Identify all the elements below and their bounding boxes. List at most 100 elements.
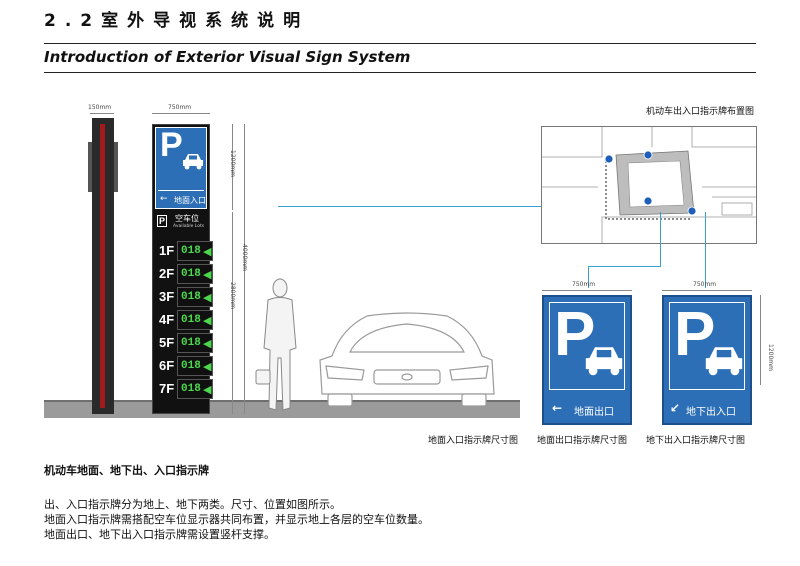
title-divider-top — [44, 43, 756, 44]
tower-entrance-arrow: ← — [160, 194, 168, 204]
left-arrow-icon: ◀ — [203, 337, 212, 350]
left-arrow-icon: ◀ — [203, 268, 212, 281]
left-arrow-icon: ◀ — [203, 383, 212, 396]
leader-line-underground — [705, 212, 706, 288]
exit-sign-arrow: ← — [552, 401, 563, 415]
dim-bottom-height: 2800mm — [229, 282, 236, 309]
side-pole-stripe — [100, 124, 105, 408]
tower-floor-count: 018 — [181, 360, 201, 372]
layout-plan-caption: 机动车出入口指示牌布置图 — [646, 107, 755, 117]
description-line-3: 地面出口、地下出入口指示牌需设置竖杆支撑。 — [44, 528, 275, 541]
dim-bottom-line — [232, 212, 233, 414]
dim-sign-width: 750mm — [168, 104, 192, 111]
tower-floor-display: 018◀ — [177, 287, 213, 307]
underground-sign-arrow: ↙ — [670, 401, 681, 415]
dim-sign-line — [152, 113, 210, 114]
exit-sign-car-icon — [585, 347, 623, 376]
entrance-sign-caption: 地面入口指示牌尺寸图 — [428, 436, 519, 446]
left-arrow-icon: ◀ — [203, 360, 212, 373]
underground-sign-dim-height: 1200mm — [767, 344, 774, 371]
tower-floor-count: 018 — [181, 245, 201, 257]
page-title-en: Introduction of Exterior Visual Sign Sys… — [44, 48, 411, 66]
tower-floor-count: 018 — [181, 383, 201, 395]
underground-sign-dim-vline — [760, 295, 761, 385]
tower-floor-label: 6F — [159, 358, 175, 373]
tower-floor-count: 018 — [181, 337, 201, 349]
tower-floor-display: 018◀ — [177, 241, 213, 261]
tower-car-icon — [183, 154, 203, 170]
underground-sign-p-letter: P — [674, 300, 716, 369]
tower-floor-count: 018 — [181, 291, 201, 303]
exit-sign-dim-line — [542, 290, 632, 291]
tower-floor-display: 018◀ — [177, 310, 213, 330]
leader-line-exit-v2 — [588, 266, 589, 288]
side-pole-display-right — [114, 142, 118, 192]
tower-p-mini: P — [157, 215, 167, 227]
left-arrow-icon: ◀ — [203, 291, 212, 304]
underground-sign-caption: 地下出入口指示牌尺寸图 — [646, 436, 746, 446]
exit-sign-caption: 地面出口指示牌尺寸图 — [537, 436, 628, 446]
underground-sign-frame — [669, 302, 745, 390]
dim-top-height: 1200mm — [229, 150, 236, 177]
description-line-2: 地面入口指示牌需搭配空车位显示器共同布置，并显示地上各层的空车位数量。 — [44, 513, 429, 526]
tower-floor-label: 5F — [159, 335, 175, 350]
underground-sign-dim-width: 750mm — [693, 281, 717, 288]
person-silhouette — [255, 278, 297, 411]
dim-top-line — [232, 124, 233, 210]
layout-plan — [541, 126, 757, 244]
dim-total-height: 4000mm — [241, 244, 248, 271]
dim-pole-line — [90, 113, 114, 114]
leader-line-exit-h — [588, 266, 661, 267]
side-pole — [88, 118, 118, 414]
tower-floor-label: 2F — [159, 266, 175, 281]
left-arrow-icon: ◀ — [203, 245, 212, 258]
underground-sign-text: 地下出入口 — [686, 407, 736, 418]
tower-floor-display: 018◀ — [177, 356, 213, 376]
underground-sign: P ↙ 地下出入口 — [662, 295, 752, 425]
exit-sign-text: 地面出口 — [574, 407, 614, 418]
tower-p-letter: P — [160, 126, 183, 164]
dim-pole-width: 150mm — [88, 104, 112, 111]
tower-blue-panel: P ← 地面入口 — [155, 126, 207, 209]
page-title-zh: 2.2室外导视系统说明 — [44, 11, 310, 31]
tower-floor-label: 4F — [159, 312, 175, 327]
car-outline — [319, 312, 495, 407]
description-heading: 机动车地面、地下出、入口指示牌 — [44, 464, 209, 477]
description-line-1: 出、入口指示牌分为地上、地下两类。尺寸、位置如图所示。 — [44, 498, 341, 511]
tower-available-sub: Available Lots — [173, 224, 205, 229]
tower-available-title: 空车位 — [175, 214, 199, 223]
exit-sign-frame — [549, 302, 625, 390]
ground-curb — [44, 400, 520, 402]
tower-floor-display: 018◀ — [177, 379, 213, 399]
tower-floor-label: 3F — [159, 289, 175, 304]
tower-floor-display: 018◀ — [177, 333, 213, 353]
side-pole-display — [88, 142, 92, 192]
leader-line-exit-v — [660, 212, 661, 266]
dim-total-line — [244, 124, 245, 414]
layout-plan-drawing — [542, 127, 756, 243]
left-arrow-icon: ◀ — [203, 314, 212, 327]
underground-sign-car-icon — [705, 347, 743, 376]
tower-floor-display: 018◀ — [177, 264, 213, 284]
tower-entrance-divider — [158, 190, 204, 191]
exit-sign: P ← 地面出口 — [542, 295, 632, 425]
exit-sign-dim-width: 750mm — [572, 281, 596, 288]
tower-floor-count: 018 — [181, 314, 201, 326]
tower-floor-label: 7F — [159, 381, 175, 396]
tower-entrance-label: 地面入口 — [174, 196, 206, 205]
tower-floor-label: 1F — [159, 243, 175, 258]
exit-sign-p-letter: P — [554, 300, 596, 369]
title-divider-bottom — [44, 72, 756, 73]
leader-line-entrance — [278, 206, 642, 207]
tower-floor-count: 018 — [181, 268, 201, 280]
underground-sign-dim-line — [662, 290, 752, 291]
